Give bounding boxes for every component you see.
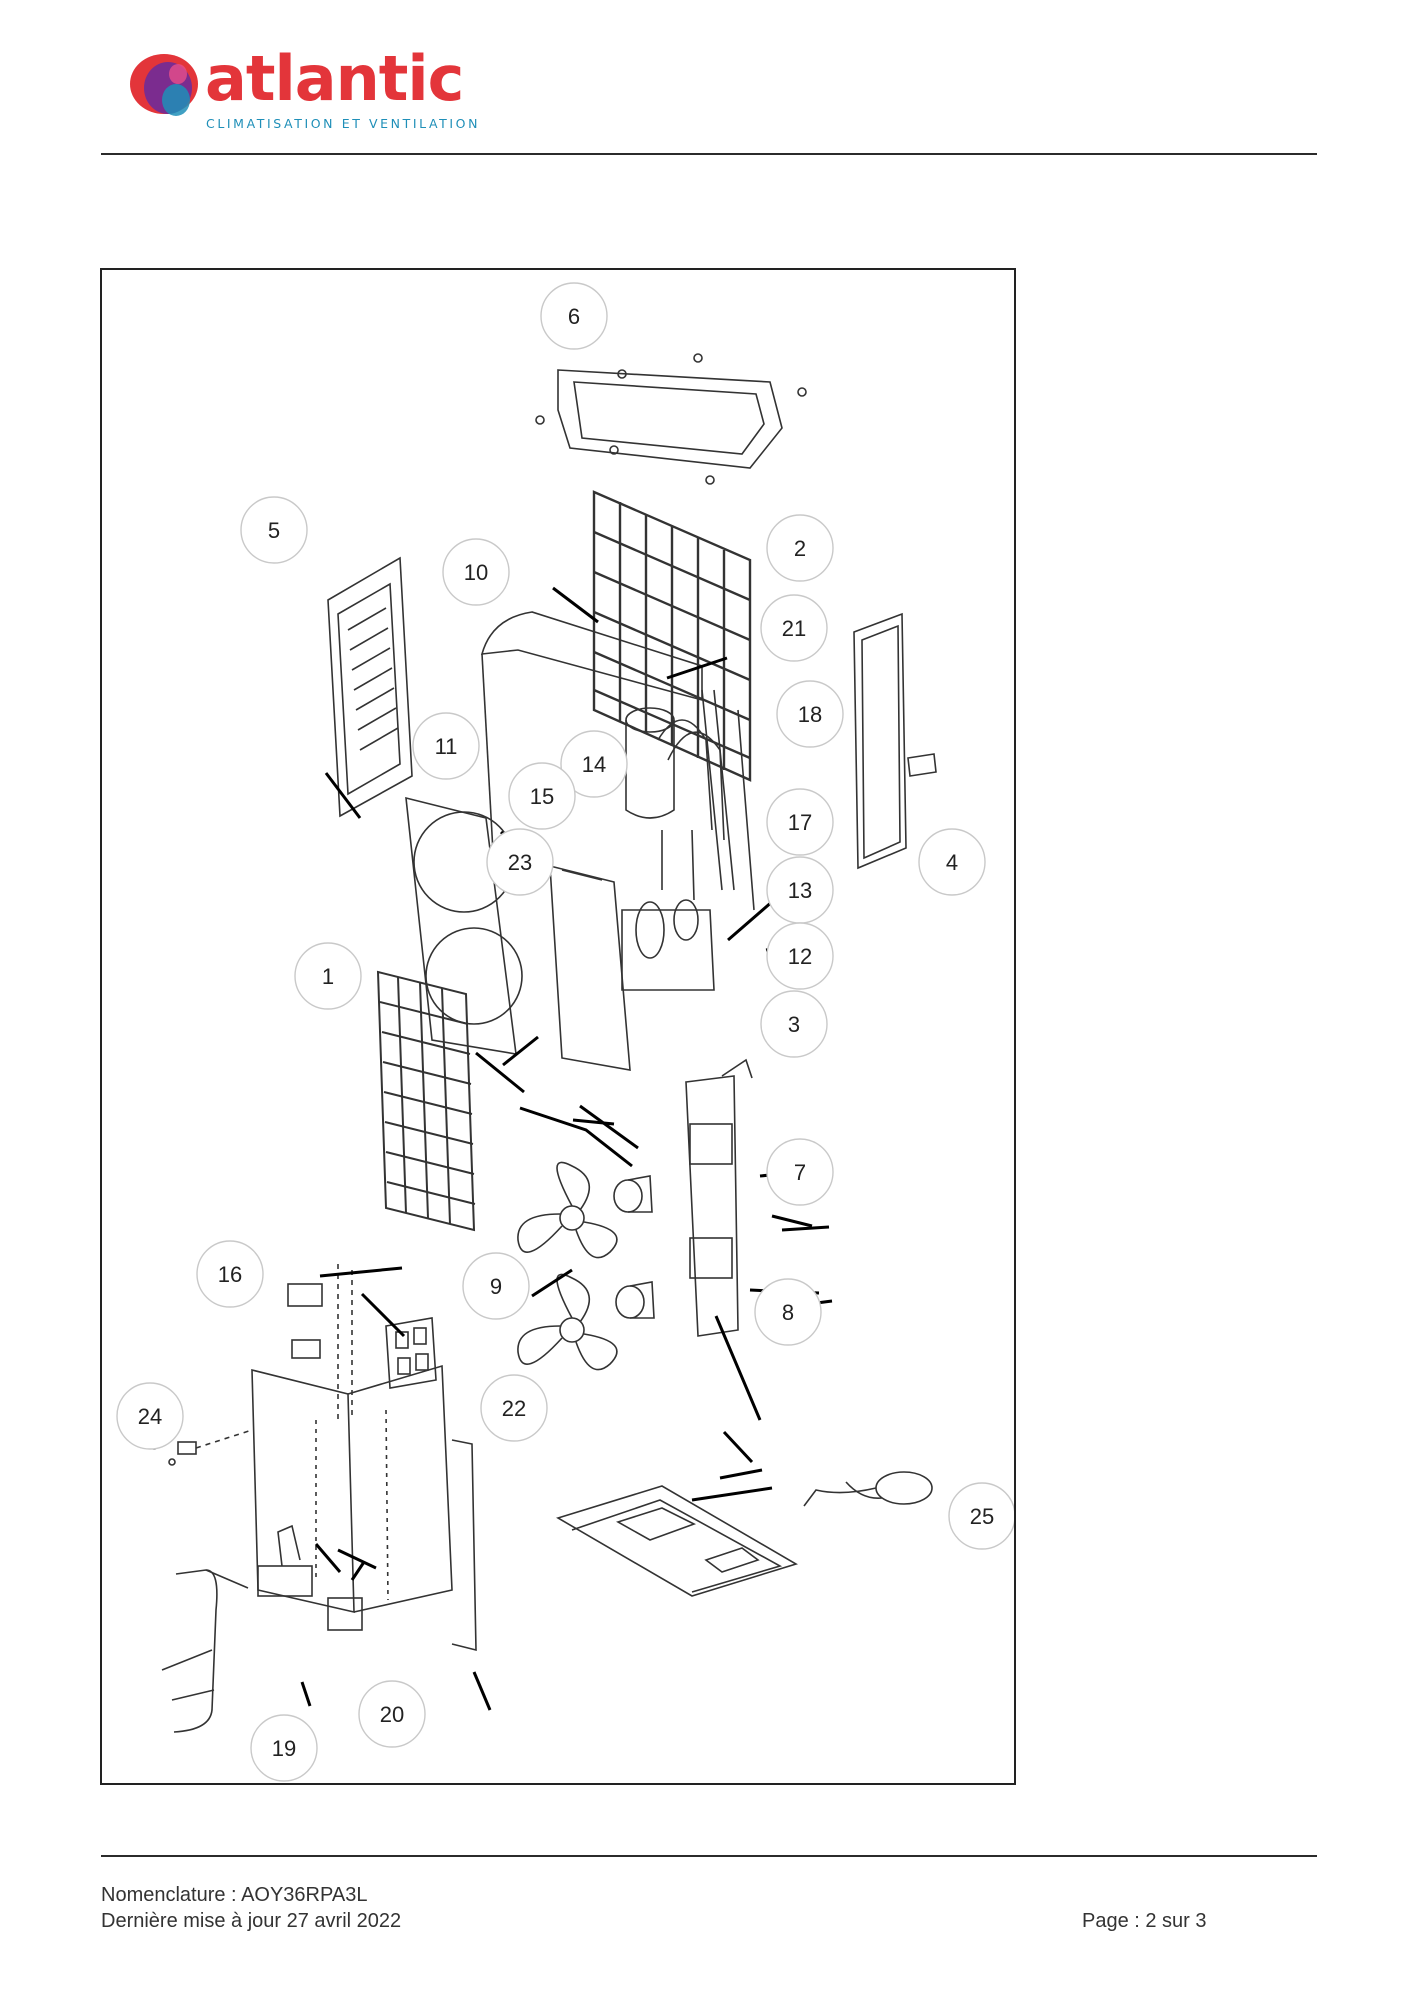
callout-1: 1 (322, 964, 334, 989)
part-wiring-harness (161, 1569, 249, 1733)
callout-22: 22 (502, 1396, 526, 1421)
footer-updated-date: Dernière mise à jour 27 avril 2022 (101, 1910, 402, 1932)
callout-25: 25 (970, 1504, 994, 1529)
part-terminal-block (385, 1317, 437, 1389)
footer-reference: Nomenclature : AOY36RPA3L (101, 1884, 368, 1906)
part-front-grille (376, 970, 476, 1232)
footer-page-number: Page : 2 sur 3 (1082, 1910, 1207, 1932)
callout-2: 2 (794, 536, 806, 561)
callout-14: 14 (582, 752, 606, 777)
callout-12: 12 (788, 944, 812, 969)
callout-6: 6 (568, 304, 580, 329)
part-side-panel-right (853, 612, 937, 870)
part-propeller-fans (517, 1161, 618, 1371)
callout-16: 16 (218, 1262, 242, 1287)
callout-3: 3 (788, 1012, 800, 1037)
part-reactor (287, 1264, 353, 1420)
part-cabinet-cover (480, 611, 703, 871)
callout-23: 23 (508, 850, 532, 875)
brand-wordmark: atlantic (205, 42, 464, 115)
callout-13: 13 (788, 878, 812, 903)
callout-18: 18 (798, 702, 822, 727)
part-compressor-assembly (621, 689, 755, 991)
part-side-panel-left (327, 556, 413, 818)
callout-21: 21 (782, 616, 806, 641)
part-top-panel (535, 353, 807, 485)
header-divider (101, 153, 1317, 155)
logo-mark-icon (130, 54, 198, 116)
callout-8: 8 (782, 1300, 794, 1325)
part-thermistor (803, 1471, 933, 1507)
callout-5: 5 (268, 518, 280, 543)
callout-24: 24 (138, 1404, 162, 1429)
footer-divider (101, 1855, 1317, 1857)
callout-19: 19 (272, 1736, 296, 1761)
part-fan-motors (613, 1175, 655, 1319)
exploded-parts-diagram: 6 2 5 10 21 18 11 14 15 17 4 23 13 12 1 … (100, 268, 1016, 1785)
part-motor-bracket (685, 1058, 753, 1337)
part-electrical-box (251, 1364, 477, 1652)
part-partition-plate (549, 864, 631, 1071)
part-rear-grille (592, 490, 752, 782)
part-base-pan (556, 1485, 798, 1597)
brand-logo: atlantic CLIMATISATION ET VENTILATION (120, 44, 500, 134)
callout-17: 17 (788, 810, 812, 835)
callout-11: 11 (435, 734, 458, 759)
diagram-canvas: 6 2 5 10 21 18 11 14 15 17 4 23 13 12 1 … (116, 282, 1014, 1782)
callout-4: 4 (946, 850, 958, 875)
callout-10: 10 (464, 560, 488, 585)
callout-7: 7 (794, 1160, 806, 1185)
brand-tagline: CLIMATISATION ET VENTILATION (206, 116, 481, 131)
callout-15: 15 (530, 784, 554, 809)
callout-20: 20 (380, 1702, 404, 1727)
callout-labels: 6 2 5 10 21 18 11 14 15 17 4 23 13 12 1 … (138, 304, 994, 1761)
callout-bubbles (116, 282, 1014, 1782)
callout-9: 9 (490, 1274, 502, 1299)
